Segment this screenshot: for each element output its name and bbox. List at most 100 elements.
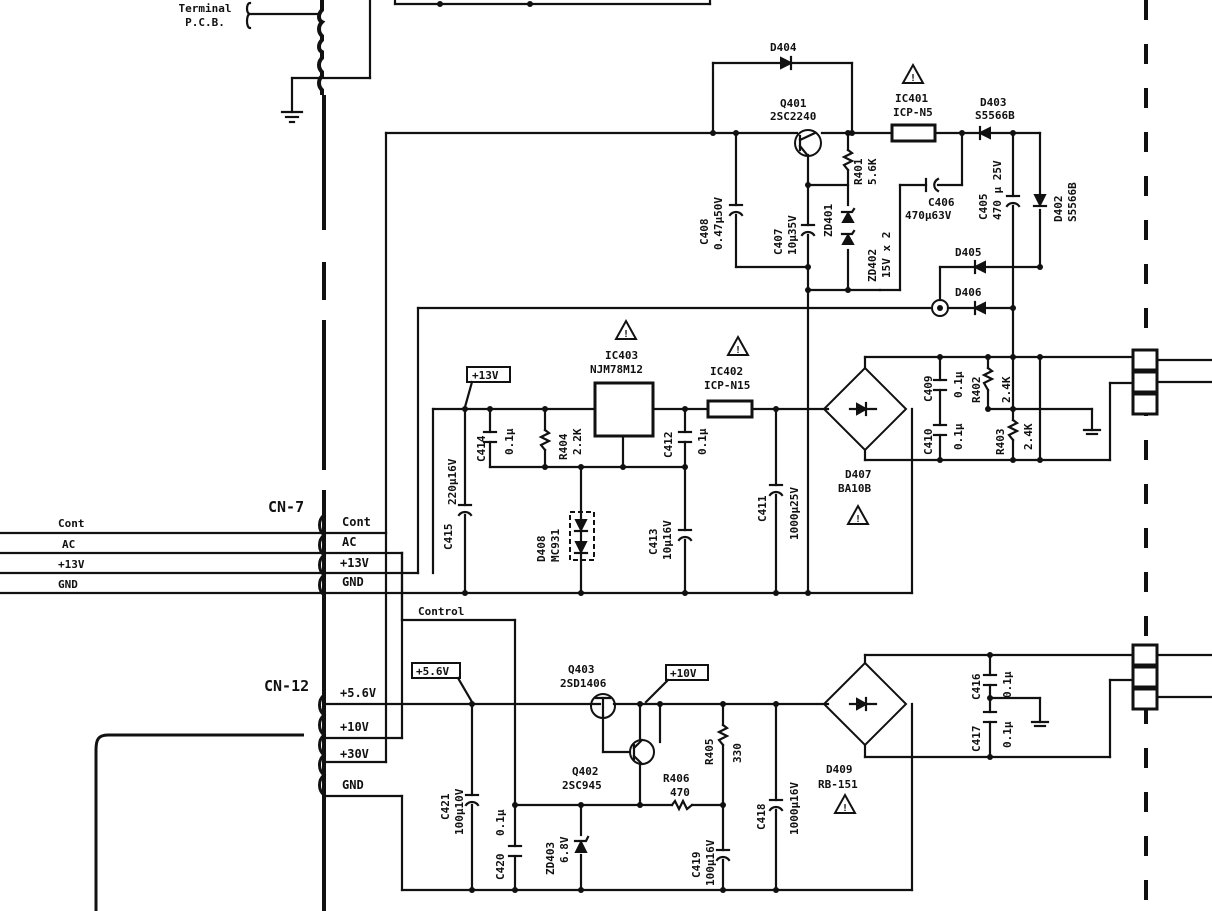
svg-text:0.1μ: 0.1μ [494, 809, 507, 836]
svg-text:470 μ 25V: 470 μ 25V [991, 160, 1004, 220]
cn12-label: CN-12 [264, 677, 309, 695]
svg-text:C414: C414 [475, 435, 488, 462]
svg-text:15V x 2: 15V x 2 [880, 232, 893, 278]
svg-text:5.6K: 5.6K [866, 158, 879, 185]
svg-text:BA10B: BA10B [838, 482, 871, 495]
svg-text:2SC945: 2SC945 [562, 779, 602, 792]
capacitor-c410: C410 0.1μ [922, 423, 965, 455]
plug-upper [1131, 348, 1212, 416]
svg-text:MC931: MC931 [549, 529, 562, 562]
cn12-pin-10v: +10V [340, 720, 369, 734]
ext-line-gnd: GND [58, 578, 78, 591]
svg-text:ICP-N5: ICP-N5 [893, 106, 933, 119]
svg-text:10μ16V: 10μ16V [661, 520, 674, 560]
diode-d403: D403 S5566B [975, 96, 1015, 141]
terminal-brace [245, 1, 252, 30]
cn7-pin-gnd: GND [342, 575, 364, 589]
transistor-q401: Q401 2SC2240 [770, 97, 822, 158]
svg-text:D404: D404 [770, 41, 797, 54]
ext-line-cont: Cont [58, 517, 85, 530]
lower-junctions [469, 652, 993, 893]
svg-text:220μ16V: 220μ16V [446, 458, 459, 505]
capacitor-c416: C416 0.1μ [970, 671, 1014, 700]
capacitor-c409: C409 0.1μ [922, 371, 965, 402]
svg-text:C407: C407 [772, 229, 785, 256]
svg-text:ZD401: ZD401 [822, 204, 835, 237]
rail-flag-13v: +13V [463, 366, 511, 409]
svg-text:6.8V: 6.8V [558, 836, 571, 863]
svg-text:C418: C418 [755, 804, 768, 831]
control-label: Control [418, 605, 464, 618]
cn12-connector: CN-12 +5.6V +10V +30V GND [94, 531, 914, 911]
svg-text:2.2K: 2.2K [571, 428, 584, 455]
svg-text:10μ35V: 10μ35V [786, 215, 799, 255]
ic401-protector: IC401 ICP-N5 [890, 64, 937, 143]
svg-text:C419: C419 [690, 852, 703, 879]
diode-d405: D405 [955, 246, 986, 275]
capacitor-c412: C412 0.1μ [662, 428, 709, 458]
svg-text:ZD403: ZD403 [544, 842, 557, 875]
svg-text:C415: C415 [442, 524, 455, 551]
svg-text:Q403: Q403 [568, 663, 595, 676]
resistor-r405: R405 330 [703, 723, 744, 766]
svg-text:R404: R404 [557, 433, 570, 460]
svg-text:0.1μ: 0.1μ [952, 371, 965, 398]
svg-text:C408: C408 [698, 219, 711, 246]
led-d408: D408 MC931 [535, 511, 595, 563]
ext-line-ac: AC [62, 538, 75, 551]
svg-text:D409: D409 [826, 763, 853, 776]
svg-text:R405: R405 [703, 739, 716, 766]
cn12-pin-30v: +30V [340, 747, 369, 761]
svg-text:C409: C409 [922, 376, 935, 403]
svg-text:R406: R406 [663, 772, 690, 785]
svg-text:2.4K: 2.4K [1000, 376, 1013, 403]
cn7-pin-13v: +13V [340, 556, 369, 570]
svg-text:Q402: Q402 [572, 765, 599, 778]
cn7-pin-ac: AC [342, 535, 356, 549]
svg-text:470μ63V: 470μ63V [905, 209, 952, 222]
svg-text:D408: D408 [535, 536, 548, 563]
svg-text:C416: C416 [970, 673, 983, 700]
svg-text:C413: C413 [647, 529, 660, 556]
terminal-label: Terminal [179, 2, 232, 15]
svg-text:C417: C417 [970, 726, 983, 753]
upper-components: D404 Q401 2SC2240 IC401 ICP-N5 D403 S556… [442, 41, 1212, 562]
ground-symbol-lower [1030, 720, 1050, 728]
svg-text:C421: C421 [439, 793, 452, 820]
svg-text:D407: D407 [845, 468, 872, 481]
svg-text:2SD1406: 2SD1406 [560, 677, 607, 690]
svg-text:ZD402: ZD402 [866, 249, 879, 282]
capacitor-c414: C414 0.1μ [475, 428, 516, 462]
svg-text:0.1μ: 0.1μ [696, 428, 709, 455]
resistor-r403: R403 2.4K [994, 418, 1035, 455]
diode-d404: D404 [770, 41, 797, 71]
capacitor-c407: C407 10μ35V [772, 215, 816, 256]
bridge-d407: D407 BA10B [822, 366, 908, 526]
svg-text:ICP-N15: ICP-N15 [704, 379, 750, 392]
lower-components: +5.6V +10V Q403 2SD1406 Q402 2SC945 [411, 643, 1212, 886]
svg-text:0.1μ: 0.1μ [1001, 671, 1014, 698]
resistor-r401: R401 5.6K [841, 148, 879, 185]
capacitor-c419: C419 100μ16V [690, 839, 731, 886]
resistor-r404: R404 2.2K [538, 428, 584, 460]
capacitor-c417: C417 0.1μ [970, 710, 1014, 753]
capacitor-c418: C418 1000μ16V [755, 782, 801, 835]
transistor-q402: Q402 2SC945 [562, 738, 655, 792]
transistor-q403: Q403 2SD1406 [560, 663, 616, 719]
svg-text:S5566B: S5566B [1066, 182, 1079, 222]
resistor-r406: R406 470 [663, 772, 694, 812]
svg-text:RB-151: RB-151 [818, 778, 858, 791]
svg-text:+13V: +13V [472, 369, 499, 382]
cn7-pin-cont: Cont [342, 515, 371, 529]
svg-text:C410: C410 [922, 429, 935, 456]
svg-text:2SC2240: 2SC2240 [770, 110, 816, 123]
capacitor-c415: C415 220μ16V [442, 458, 473, 551]
capacitor-c413: C413 10μ16V [647, 520, 693, 560]
rail-flag-10v: +10V [644, 664, 709, 704]
ext-line-13v: +13V [58, 558, 85, 571]
svg-text:D403: D403 [980, 96, 1007, 109]
zener-zd401-zd402: ZD401 ZD402 15V x 2 [822, 204, 893, 282]
upper-junctions [462, 130, 1043, 596]
capacitor-c411: C411 1000μ25V [756, 483, 801, 540]
